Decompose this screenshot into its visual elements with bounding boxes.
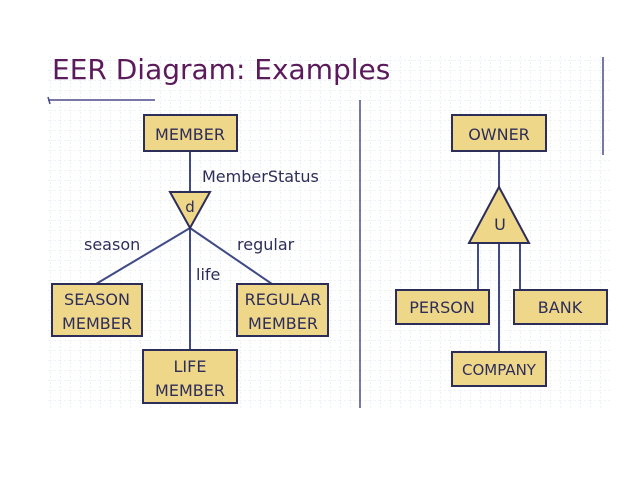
entity-regular-member-line1: REGULAR — [245, 290, 322, 309]
entity-owner: OWNER — [451, 114, 547, 152]
edge-label-season: season — [84, 235, 140, 254]
entity-life-member-line1: LIFE — [174, 357, 207, 376]
entity-season-member-line2: MEMBER — [62, 314, 132, 333]
left-connectors — [95, 152, 273, 350]
union-symbol-label: U — [494, 215, 506, 234]
edge-regular — [189, 227, 273, 285]
entity-company-label: COMPANY — [462, 361, 537, 379]
edge-label-life: life — [196, 265, 220, 284]
entity-regular-member-line2: MEMBER — [248, 314, 318, 333]
edge-season — [95, 227, 191, 285]
entity-member-label: MEMBER — [155, 125, 225, 144]
right-connectors — [477, 152, 521, 352]
entity-season-member: SEASON MEMBER — [51, 283, 143, 337]
entity-person: PERSON — [395, 289, 490, 325]
entity-person-label: PERSON — [409, 298, 475, 317]
entity-regular-member: REGULAR MEMBER — [236, 283, 329, 337]
disjoint-specialization-symbol — [168, 191, 212, 231]
entity-life-member-line2: MEMBER — [155, 381, 225, 400]
union-category-symbol — [467, 184, 531, 244]
entity-life-member: LIFE MEMBER — [142, 349, 238, 404]
page-title: EER Diagram: Examples — [52, 53, 391, 86]
disjoint-symbol-label: d — [185, 198, 195, 216]
entity-bank: BANK — [513, 289, 608, 325]
entity-season-member-line1: SEASON — [64, 290, 130, 309]
entity-owner-label: OWNER — [468, 125, 530, 144]
entity-company: COMPANY — [451, 351, 547, 387]
entity-member: MEMBER — [143, 114, 238, 152]
edge-label-regular: regular — [237, 235, 295, 254]
entity-bank-label: BANK — [538, 298, 583, 317]
member-status-label: MemberStatus — [202, 167, 319, 186]
title-underline-hook — [47, 96, 51, 105]
